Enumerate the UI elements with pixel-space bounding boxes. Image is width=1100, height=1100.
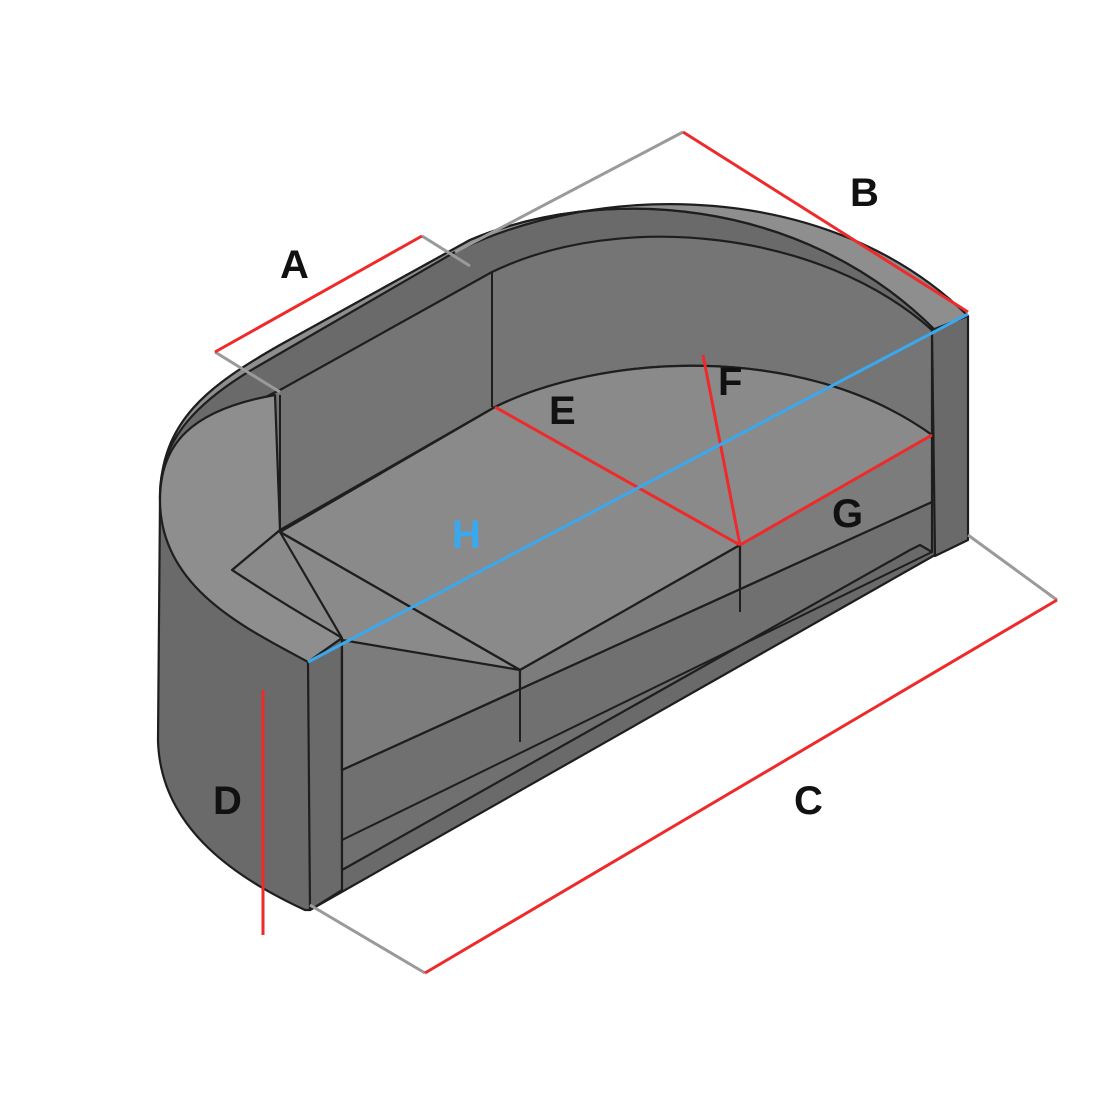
dimension-b xyxy=(682,130,969,314)
label-h: H xyxy=(452,513,481,557)
sofa xyxy=(156,203,970,912)
label-e: E xyxy=(549,389,576,433)
seam-lines xyxy=(231,272,933,841)
label-b: B xyxy=(850,171,879,215)
extension-lines xyxy=(214,130,1058,975)
left-end-front xyxy=(306,636,344,912)
seam-8 xyxy=(231,529,281,571)
label-d: D xyxy=(213,779,242,823)
label-f: F xyxy=(718,360,742,404)
dimension-c xyxy=(424,598,1058,975)
cushion-right-top xyxy=(493,364,934,547)
extension-a-top xyxy=(421,234,471,268)
left-end-top xyxy=(158,393,344,664)
seam-1 xyxy=(279,531,521,671)
right-end-front xyxy=(930,314,970,558)
extension-c-right xyxy=(967,533,1058,602)
dimension-f xyxy=(701,354,742,546)
label-c: C xyxy=(794,779,823,823)
dimension-labels: A B C D E F G H xyxy=(213,171,879,823)
dimension-h xyxy=(307,312,969,664)
dimension-a xyxy=(214,234,423,354)
extension-a-bottom xyxy=(214,350,281,394)
seam-5 xyxy=(341,551,933,841)
label-a: A xyxy=(280,243,309,287)
dimension-g xyxy=(739,433,933,547)
seam-4 xyxy=(341,501,933,771)
extension-b xyxy=(454,130,684,254)
dimension-e xyxy=(494,405,741,547)
extension-c-left xyxy=(309,903,426,975)
dimension-lines xyxy=(214,130,1058,975)
label-g: G xyxy=(832,492,863,536)
